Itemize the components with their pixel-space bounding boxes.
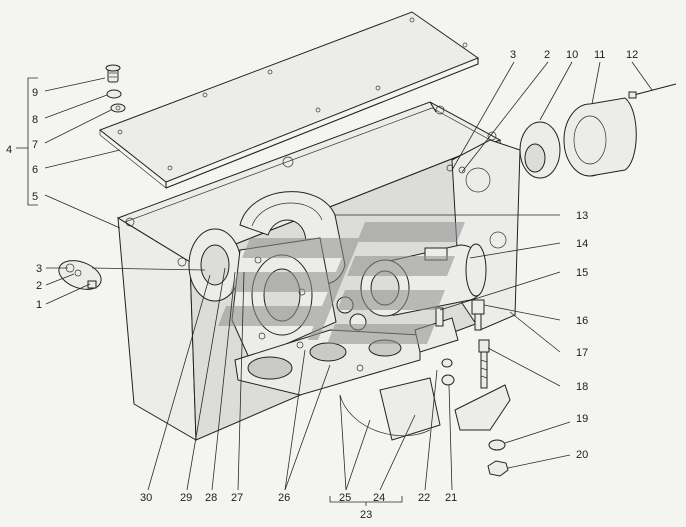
leader-lines bbox=[16, 61, 653, 506]
bottom-pieces bbox=[339, 358, 511, 441]
label-8: 8 bbox=[32, 114, 38, 126]
label-25: 25 bbox=[339, 492, 351, 504]
label-26: 26 bbox=[278, 492, 290, 504]
label-3-top: 3 bbox=[510, 49, 516, 61]
label-2-left: 2 bbox=[36, 280, 42, 292]
label-10: 10 bbox=[566, 49, 578, 61]
label-19: 19 bbox=[576, 413, 588, 425]
watermark-logo bbox=[218, 222, 465, 344]
label-3-left: 3 bbox=[36, 263, 42, 275]
label-15: 15 bbox=[576, 267, 588, 279]
end-cap-parts bbox=[519, 83, 677, 179]
label-18: 18 bbox=[576, 381, 588, 393]
label-21: 21 bbox=[445, 492, 457, 504]
label-22: 22 bbox=[418, 492, 430, 504]
label-5: 5 bbox=[32, 191, 38, 203]
label-11: 11 bbox=[594, 49, 605, 61]
label-12: 12 bbox=[626, 49, 638, 61]
cover-plate bbox=[98, 11, 480, 189]
label-29: 29 bbox=[180, 492, 192, 504]
label-16: 16 bbox=[576, 315, 588, 327]
label-1: 1 bbox=[36, 299, 42, 311]
label-4: 4 bbox=[6, 144, 12, 156]
vertical-bolts bbox=[471, 299, 490, 389]
label-17: 17 bbox=[576, 347, 588, 359]
label-2-top: 2 bbox=[544, 49, 550, 61]
label-20: 20 bbox=[576, 449, 588, 461]
label-24: 24 bbox=[373, 492, 385, 504]
label-9: 9 bbox=[32, 87, 38, 99]
label-14: 14 bbox=[576, 238, 588, 250]
label-23: 23 bbox=[360, 509, 372, 521]
part-number-labels: 9 8 7 4 6 5 3 2 1 3 2 10 11 12 13 14 15 … bbox=[6, 49, 638, 521]
label-27: 27 bbox=[231, 492, 243, 504]
cover-screw bbox=[105, 64, 126, 113]
label-13: 13 bbox=[576, 210, 588, 222]
label-6: 6 bbox=[32, 164, 38, 176]
nuts bbox=[487, 439, 509, 477]
label-7: 7 bbox=[32, 139, 38, 151]
label-30: 30 bbox=[140, 492, 152, 504]
label-28: 28 bbox=[205, 492, 217, 504]
